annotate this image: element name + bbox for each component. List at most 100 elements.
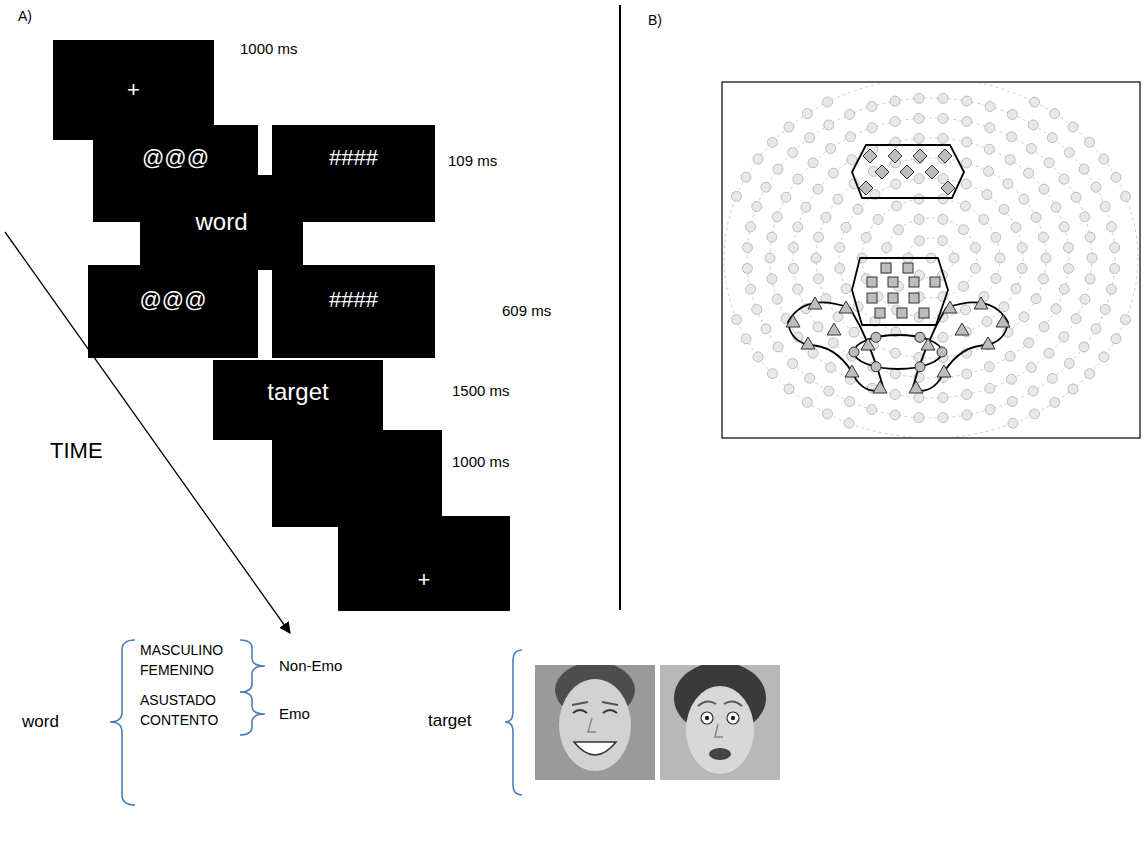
occipitotemporal-electrode xyxy=(955,323,969,335)
electrode-dot xyxy=(821,212,831,222)
electrode-dot xyxy=(982,190,992,200)
category-label: Non-Emo xyxy=(279,657,342,674)
electrode-dot xyxy=(833,194,843,204)
electrode-dot xyxy=(938,332,948,342)
electrode-dot xyxy=(742,263,752,273)
occipitotemporal-electrode xyxy=(996,315,1010,327)
electrode-dot xyxy=(891,179,901,189)
occipitotemporal-electrode xyxy=(808,297,822,309)
electrode-dot xyxy=(753,352,763,362)
electrode-dot xyxy=(1017,243,1027,253)
electrode-dot xyxy=(784,384,794,394)
electrode-dot xyxy=(985,101,995,111)
electrode-dot xyxy=(1099,154,1109,164)
electrode-dot xyxy=(938,93,948,103)
group-label: word xyxy=(22,712,59,732)
electrode-dot xyxy=(949,253,959,263)
electrode-dot xyxy=(938,393,948,403)
electrode-dot xyxy=(826,362,836,372)
electrode-dot xyxy=(1041,253,1051,263)
electrode-dot xyxy=(1110,243,1120,253)
emo-brace xyxy=(240,692,265,735)
electrode-dot xyxy=(1031,212,1041,222)
electrode-dot xyxy=(752,202,762,212)
electrode-dot xyxy=(984,166,994,176)
electrode-dot xyxy=(773,164,783,174)
electrode-dot xyxy=(828,338,838,348)
electrode-dot xyxy=(1085,274,1095,284)
electrode-dot xyxy=(1005,155,1015,165)
electrode-dot xyxy=(1019,312,1029,322)
electrode-dot xyxy=(752,304,762,314)
electrode-dot xyxy=(1017,263,1027,273)
electrode-dot xyxy=(1059,332,1069,342)
parietal-region-outline xyxy=(854,335,942,369)
electrode-map-frame xyxy=(722,82,1140,438)
electrode-dot xyxy=(861,232,871,242)
electrode-dot xyxy=(761,324,771,334)
electrode-dot xyxy=(1019,194,1029,204)
electrode-dot xyxy=(761,182,771,192)
central-electrode xyxy=(888,277,898,287)
screen-text: target xyxy=(267,378,328,406)
electrode-regions xyxy=(786,145,1010,393)
happy-face-photo xyxy=(535,665,655,780)
fearful-face-photo xyxy=(660,665,780,780)
electrode-dot xyxy=(841,284,851,294)
electrode-dot xyxy=(979,214,989,224)
time-axis-label: TIME xyxy=(50,438,103,463)
panel-letter: A) xyxy=(18,8,32,24)
electrode-dot xyxy=(767,232,777,242)
net-ring xyxy=(816,158,1046,358)
frontal-electrode xyxy=(863,149,877,163)
electrode-dot xyxy=(746,222,756,232)
electrode-dot xyxy=(882,263,892,273)
frontal-electrode xyxy=(859,181,873,195)
central-electrode xyxy=(875,308,885,318)
electrode-dot xyxy=(805,373,815,383)
electrode-dot xyxy=(962,96,972,106)
screen-text: + xyxy=(418,567,431,592)
occipitotemporal-electrode xyxy=(786,315,800,327)
electrode-dot xyxy=(844,418,854,428)
frontal-electrode xyxy=(941,181,955,195)
electrode-dot xyxy=(1026,144,1036,154)
electrode-dot xyxy=(1068,384,1078,394)
electrode-dot xyxy=(938,214,948,224)
electrode-dot xyxy=(938,236,948,246)
left-occipitotemporal-outline xyxy=(788,302,884,390)
electrode-dot xyxy=(781,192,791,202)
electrode-dot xyxy=(962,410,972,420)
electrode-dot xyxy=(984,144,994,154)
group-label: target xyxy=(428,711,471,731)
electrode-dot xyxy=(1031,294,1041,304)
screen-text: @@@ xyxy=(142,145,209,170)
electrode-dot xyxy=(849,327,859,337)
electrode-dot xyxy=(1007,110,1017,120)
screen-text: word xyxy=(195,208,247,236)
electrode-dot xyxy=(1085,232,1095,242)
electrode-dot xyxy=(890,96,900,106)
word-item: MASCULINO xyxy=(140,642,223,658)
electrode-dot xyxy=(1064,148,1074,158)
electrode-dot xyxy=(789,243,799,253)
parietal-electrode xyxy=(937,347,947,357)
electrode-dot xyxy=(731,315,741,325)
electrode-dot xyxy=(892,201,902,211)
blank-screen xyxy=(272,430,442,527)
non-emo-brace xyxy=(240,640,265,692)
electrode-dot xyxy=(985,383,995,393)
net-ring xyxy=(724,83,1138,437)
electrode-dot xyxy=(938,413,948,423)
frontal-electrode xyxy=(913,149,927,163)
electrode-dot xyxy=(1079,164,1089,174)
electrode-dot xyxy=(835,243,845,253)
electrode-dot xyxy=(767,274,777,284)
screen-text: #### xyxy=(329,287,378,312)
electrode-dot xyxy=(1051,202,1061,212)
electrode-dot xyxy=(867,405,877,415)
electrode-dot xyxy=(845,396,855,406)
electrode-dot xyxy=(731,191,741,201)
electrode-dot xyxy=(1063,243,1073,253)
